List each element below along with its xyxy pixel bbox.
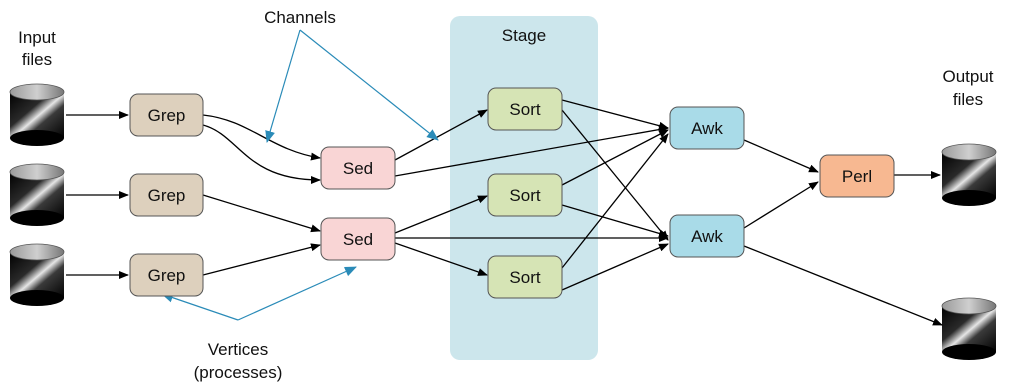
edge [394,125,669,177]
output-files-label-line1: Output [942,67,993,86]
edge [202,243,321,276]
edge [561,204,669,238]
perl-node: Perl [819,154,895,198]
edge [561,129,669,186]
grep-node: Grep [129,253,204,297]
edge [394,242,488,276]
edge [202,124,321,184]
edge [202,114,321,161]
sort-node-label: Sort [509,186,540,205]
perl-node-label: Perl [842,167,872,186]
edge [561,109,669,241]
edge [394,195,488,234]
sort-node: Sort [487,173,563,217]
stage-label: Stage [502,26,546,45]
input-file-icon [9,83,65,146]
sed-node-label: Sed [343,230,373,249]
edge [561,133,669,269]
sort-node-label: Sort [509,100,540,119]
edge [561,99,669,130]
input-file-icon [9,243,65,306]
vertices-label-line1: Vertices [208,340,268,359]
channels-pointer [265,29,301,143]
annotation-arrows [161,29,439,321]
awk-node: Awk [669,106,745,150]
sort-node: Sort [487,255,563,299]
vertices-pointer [237,266,357,321]
input-files-label-line2: files [22,50,52,69]
sed-node: Sed [320,146,396,190]
grep-node-label: Grep [148,266,186,285]
awk-node-label: Awk [691,119,723,138]
vertices-label-line2: (processes) [194,363,283,382]
sed-node-label: Sed [343,159,373,178]
sort-node: Sort [487,87,563,131]
edge [743,139,819,173]
grep-node-label: Grep [148,186,186,205]
channels-pointer [299,29,439,141]
input-files-label-line1: Input [18,28,56,47]
vertices-pointer [161,292,239,321]
output-files-label-line2: files [953,90,983,109]
edges [66,99,943,326]
channels-label: Channels [264,8,336,27]
awk-node-label: Awk [691,227,723,246]
edge [743,181,819,229]
output-file-icon [941,297,997,360]
grep-node: Grep [129,93,204,137]
input-file-icon [9,163,65,226]
edge [394,109,488,161]
awk-node: Awk [669,214,745,258]
grep-node: Grep [129,173,204,217]
output-file-icon [941,143,997,206]
edge [561,243,669,291]
edge [743,245,943,326]
sed-node: Sed [320,217,396,261]
edge [202,194,321,233]
grep-node-label: Grep [148,106,186,125]
sort-node-label: Sort [509,268,540,287]
